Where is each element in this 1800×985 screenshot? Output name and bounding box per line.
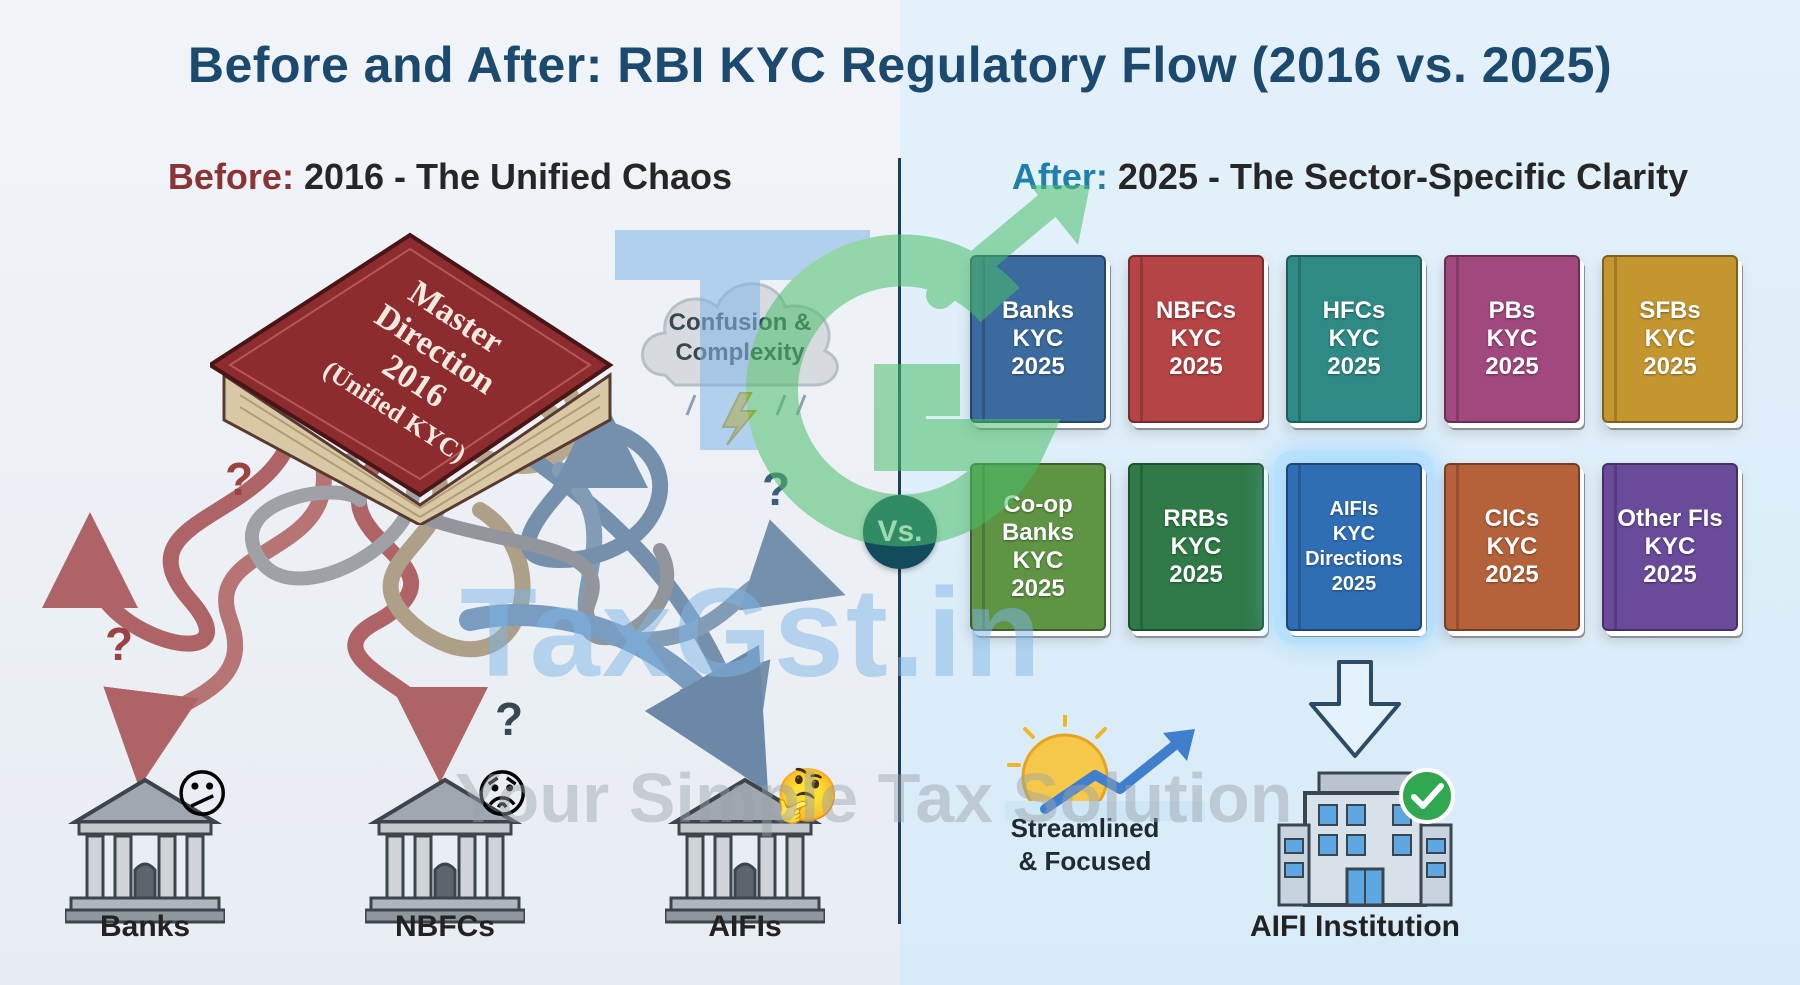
book-nbfcs: NBFCs KYC 2025: [1128, 255, 1264, 423]
bank-building-icon: [65, 777, 225, 924]
vs-badge: Vs.: [863, 495, 937, 569]
book-label: HFCs KYC 2025: [1322, 297, 1386, 380]
book-rrbs: RRBs KYC 2025: [1128, 463, 1264, 631]
after-prefix: After:: [1011, 156, 1108, 197]
book-label: RRBs KYC 2025: [1163, 505, 1229, 588]
book-label: PBs KYC 2025: [1485, 297, 1539, 380]
book-label: NBFCs KYC 2025: [1155, 297, 1236, 380]
lightning-icon: [721, 392, 758, 445]
flow-arrow-blue-aifis: [459, 603, 769, 793]
tangle-arrow-red-1: [42, 432, 298, 652]
down-arrow-icon: [1309, 660, 1401, 758]
book-coop-banks: Co-op Banks KYC 2025: [970, 463, 1106, 631]
question-mark-3: ?: [495, 693, 523, 745]
after-section-title: After: 2025 - The Sector-Specific Clarit…: [940, 156, 1760, 198]
book-hfcs: HFCs KYC 2025: [1286, 255, 1422, 423]
worried-face-icon: 😟: [475, 766, 530, 824]
book-label: Other FIs KYC 2025: [1617, 505, 1723, 588]
book-label: Co-op Banks KYC 2025: [1001, 491, 1075, 602]
before-title-text: 2016 - The Unified Chaos: [303, 156, 733, 197]
book-label: Banks KYC 2025: [1001, 297, 1075, 380]
book-aifis-highlighted: AIFIs KYC Directions 2025: [1274, 451, 1434, 643]
nbfc-building-icon: [365, 777, 525, 924]
tangle-arrow-red-2: [103, 442, 332, 788]
sun-rising-arrow-icon: [1005, 715, 1205, 821]
thinking-face-icon: 🤔: [775, 767, 840, 825]
book-pbs: PBs KYC 2025: [1444, 255, 1580, 423]
book-cics: CICs KYC 2025: [1444, 463, 1580, 631]
before-prefix: Before:: [167, 156, 294, 197]
book-label: CICs KYC 2025: [1484, 505, 1540, 588]
before-section-title: Before: 2016 - The Unified Chaos: [60, 156, 840, 198]
master-direction-book: Master Direction 2016 (Unified KYC): [210, 232, 614, 525]
confusion-cloud-label: Confusion & Complexity: [668, 309, 812, 366]
question-mark-2: ?: [105, 618, 133, 670]
aifi-building-icon: [665, 777, 825, 924]
book-sfbs: SFBs KYC 2025: [1602, 255, 1738, 423]
check-badge-icon: [1399, 768, 1455, 824]
book-banks: Banks KYC 2025: [970, 255, 1106, 423]
after-title-text: 2025 - The Sector-Specific Clarity: [1117, 156, 1689, 197]
book-other-fis: Other FIs KYC 2025: [1602, 463, 1738, 631]
aifi-institution-label: AIFI Institution: [1250, 910, 1460, 943]
confused-face-icon: 😕: [175, 766, 230, 824]
book-label: AIFIs KYC Directions 2025: [1305, 498, 1403, 595]
question-mark-1: ?: [225, 453, 253, 505]
nbfcs-label: NBFCs: [394, 910, 495, 943]
book-label: SFBs KYC 2025: [1639, 297, 1701, 380]
banks-label: Banks: [99, 910, 191, 943]
aifis-label: AIFIs: [708, 910, 782, 943]
question-mark-4: ?: [762, 463, 790, 515]
page-title: Before and After: RBI KYC Regulatory Flo…: [187, 37, 1613, 93]
streamlined-label: Streamlined & Focused: [1010, 813, 1160, 876]
